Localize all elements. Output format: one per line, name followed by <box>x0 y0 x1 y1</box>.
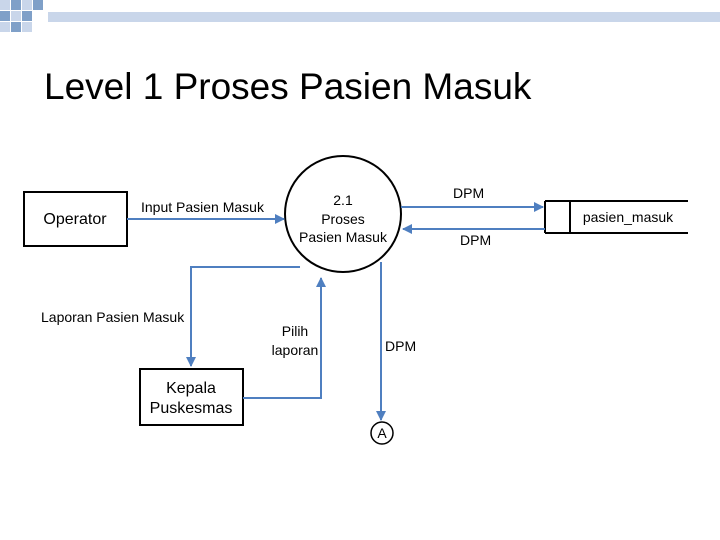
deco-square <box>22 0 32 10</box>
deco-square <box>33 0 43 10</box>
deco-square <box>22 11 32 21</box>
flow-dpm-to-connector-label: DPM <box>385 338 416 354</box>
deco-square <box>0 0 10 10</box>
deco-rule <box>48 12 720 22</box>
connector-label: A <box>377 425 387 441</box>
title-decoration <box>0 0 720 32</box>
deco-square <box>11 11 21 21</box>
flow-laporan-label: Laporan Pasien Masuk <box>41 309 185 325</box>
process-name-line1: Proses <box>321 211 365 227</box>
kepala-entity-line1: Kepala <box>166 380 216 397</box>
kepala-entity-line2: Puskesmas <box>150 400 233 417</box>
flow-pilih-label-line2: laporan <box>272 342 319 358</box>
flow-pilih-label-line1: Pilih <box>282 323 308 339</box>
flow-dpm-to-store-label: DPM <box>453 185 484 201</box>
deco-square <box>22 22 32 32</box>
process-circle <box>284 155 402 273</box>
slide-title: Level 1 Proses Pasien Masuk <box>44 66 532 107</box>
connector-circle <box>370 421 394 445</box>
operator-entity-label: Operator <box>43 211 107 228</box>
deco-square <box>0 22 10 32</box>
deco-square <box>0 11 10 21</box>
process-name-line2: Pasien Masuk <box>299 229 388 245</box>
flow-input-label: Input Pasien Masuk <box>141 199 265 215</box>
deco-square <box>11 22 21 32</box>
flow-laporan-arrow <box>186 266 300 367</box>
datastore-label: pasien_masuk <box>583 209 674 225</box>
flow-pilih-arrow <box>243 277 326 399</box>
deco-square <box>11 0 21 10</box>
flow-dpm-from-store-label: DPM <box>460 232 491 248</box>
process-number: 2.1 <box>333 192 353 208</box>
